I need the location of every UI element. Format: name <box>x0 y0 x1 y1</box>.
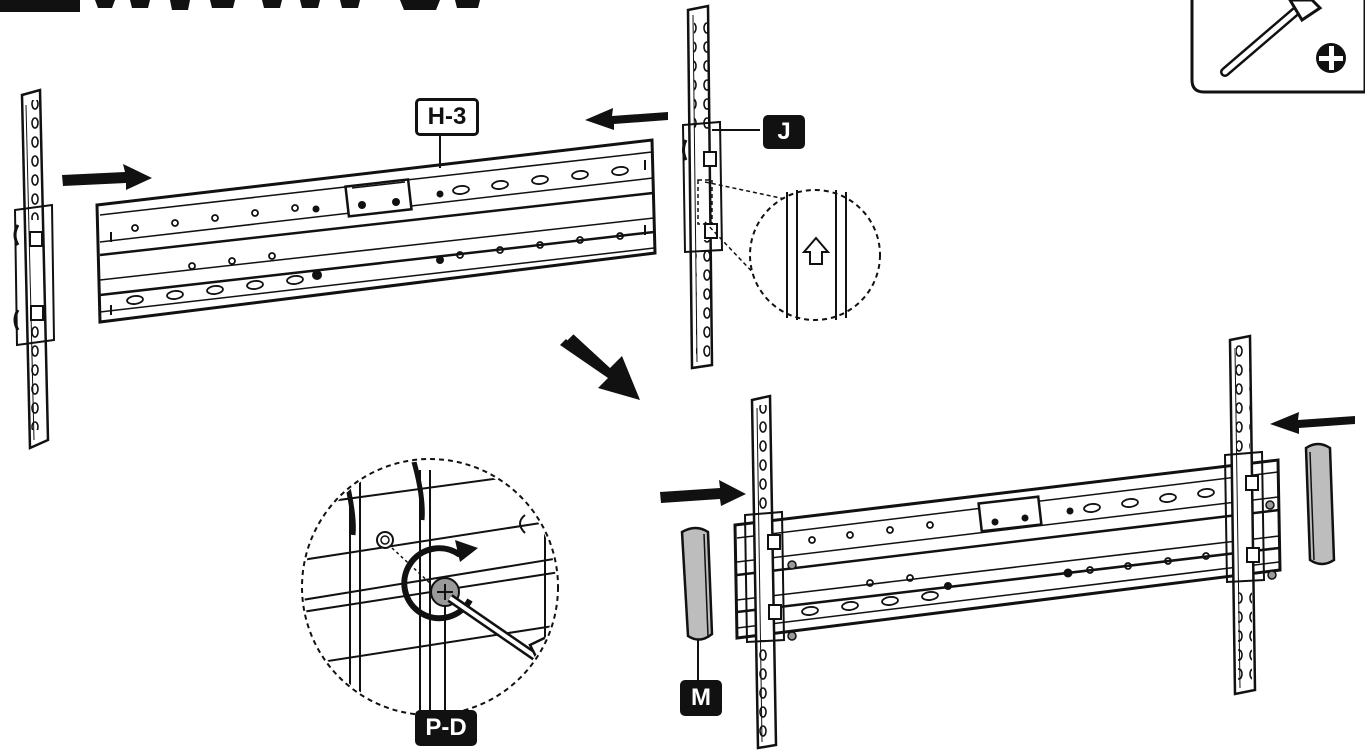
arrow-down-right-icon <box>560 327 640 400</box>
right-arm-assembled <box>1223 334 1277 696</box>
arrow-right-icon <box>62 164 152 190</box>
phillips-plus-icon <box>1316 43 1346 73</box>
label-h3: H-3 <box>415 98 479 136</box>
wall-plate-rail-top <box>95 138 657 324</box>
arrow-left-icon <box>585 108 668 130</box>
detail-magnifier-bottom <box>301 458 559 716</box>
tool-box <box>1190 0 1365 94</box>
label-m: M <box>680 680 722 716</box>
detail-magnifier-top <box>697 179 881 321</box>
arrow-up-icon <box>801 236 831 265</box>
end-cap-left <box>680 526 714 641</box>
wall-plate-rail-assembled <box>733 458 1282 640</box>
arrow-right-icon-cap <box>660 480 746 506</box>
left-arm-assembled <box>743 394 797 750</box>
arrow-left-icon-cap <box>1270 412 1355 434</box>
label-pd: P-D <box>415 710 477 746</box>
end-cap-right <box>1304 442 1336 566</box>
right-arm-top <box>681 4 724 370</box>
left-arm-top <box>13 88 56 450</box>
label-j: J <box>763 115 805 149</box>
screwdriver-icon <box>1220 0 1323 77</box>
title-remnant: ​ <box>0 0 480 12</box>
